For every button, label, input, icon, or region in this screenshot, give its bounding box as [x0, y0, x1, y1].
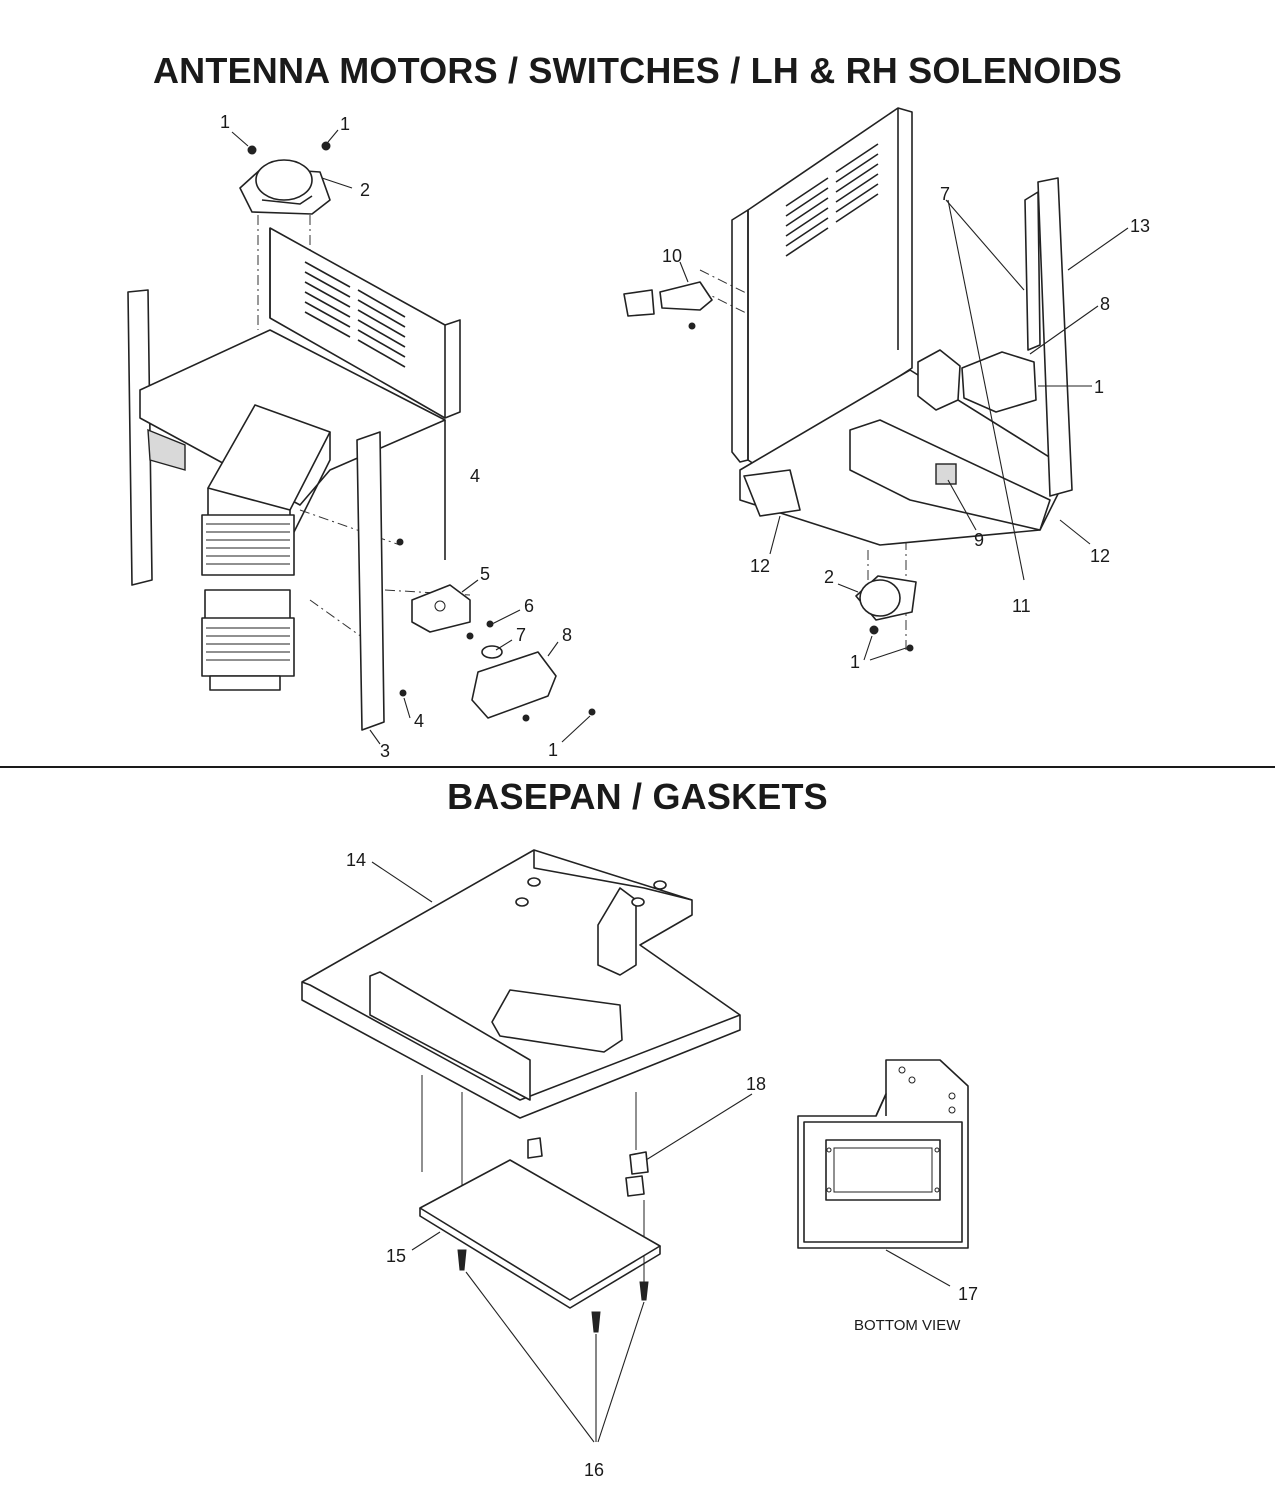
callout-label: 8: [1100, 294, 1110, 314]
callout-label: 13: [1130, 216, 1150, 236]
callout-label: 12: [1090, 546, 1110, 566]
switch-bracket-right: [961, 351, 1037, 413]
antenna-motor-bottom: [855, 575, 917, 652]
screw-icon: [466, 632, 474, 640]
callout-label: 6: [524, 596, 534, 616]
callout-label: 7: [940, 184, 950, 204]
basepan-opening: [491, 989, 623, 1053]
screw-icon: [522, 714, 530, 722]
antenna-motor-top: [239, 141, 331, 215]
front-bracket: [356, 431, 385, 731]
callout-label: 1: [850, 652, 860, 672]
solenoid: [935, 463, 957, 485]
callout-label: 1: [548, 740, 558, 760]
callout-label: 5: [480, 564, 490, 584]
shelf-plate: [139, 329, 446, 506]
callout-label: 18: [746, 1074, 766, 1094]
callout-label: 2: [360, 180, 370, 200]
screw-icon: [399, 689, 407, 697]
vent-grille: [147, 428, 186, 471]
right-assembly: 7 13 10 8 1 9 12 12 2 11 1: [623, 107, 1150, 672]
magnetron-lower: [201, 589, 295, 691]
callout-label: 10: [662, 246, 682, 266]
back-panel: [269, 227, 461, 419]
callout-label: 9: [974, 530, 984, 550]
section-title-basepan: BASEPAN / GASKETS: [447, 776, 828, 817]
screw-icon: [396, 538, 404, 546]
switch-item-10: [623, 281, 713, 330]
left-side-bracket: [127, 289, 153, 586]
callout-label: 15: [386, 1246, 406, 1266]
bottom-view-detail: 17 BOTTOM VIEW: [797, 1059, 978, 1334]
screw-icon: [591, 1311, 601, 1333]
bottom-view-label: BOTTOM VIEW: [854, 1317, 961, 1334]
callout-label: 1: [1094, 377, 1104, 397]
callout-label: 14: [346, 850, 366, 870]
callout-label: 4: [414, 711, 424, 731]
callout-label: 17: [958, 1284, 978, 1304]
cabinet-panel: [731, 107, 913, 469]
screw-icon: [457, 1249, 467, 1271]
basepan-assembly: 14 18 15 16: [301, 849, 766, 1480]
callout-label: 12: [750, 556, 770, 576]
switch-bracket: [471, 651, 557, 719]
callout-label: 1: [340, 114, 350, 134]
section-divider: [0, 766, 1275, 768]
callout-label: 2: [824, 567, 834, 587]
callout-label: 1: [220, 112, 230, 132]
bracket-12-left: [743, 469, 801, 517]
callout-label: 3: [380, 741, 390, 761]
callout-label: 4: [470, 466, 480, 486]
callout-label: 16: [584, 1460, 604, 1480]
callout-label: 8: [562, 625, 572, 645]
magnetron-upper: [201, 514, 295, 576]
switch-assembly: [411, 584, 471, 633]
gasket-plate: [419, 1159, 661, 1301]
screw-icon: [639, 1281, 649, 1301]
callout-label: 7: [516, 625, 526, 645]
section-title-antenna: ANTENNA MOTORS / SWITCHES / LH & RH SOLE…: [152, 50, 1123, 91]
left-assembly: 1 1 2 4 5 6 7 8 4 3 1: [127, 112, 596, 761]
callout-label: 11: [1012, 596, 1031, 616]
solenoid-assembly: [917, 349, 961, 411]
screw-icon: [588, 708, 596, 716]
